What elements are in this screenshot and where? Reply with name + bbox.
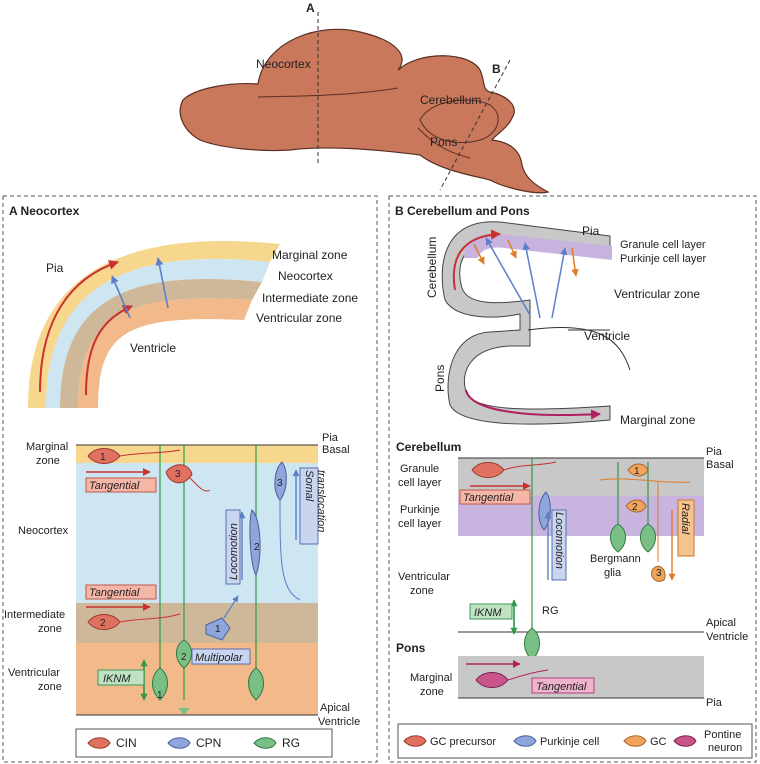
arc-pia-label: Pia: [46, 261, 64, 275]
label-intermediate-a-2: zone: [38, 623, 62, 635]
legend-b-purkinje: Purkinje cell: [540, 736, 599, 748]
arc-zone-neocortex: Neocortex: [278, 269, 333, 283]
rg-number-1: 1: [157, 690, 163, 701]
cpn-number-3: 3: [277, 478, 283, 489]
brain-pons-label: Pons: [430, 135, 457, 149]
panel-a-title: A Neocortex: [9, 204, 80, 218]
cin-number-2: 2: [100, 618, 106, 629]
label-purkinje-b-2: cell layer: [398, 518, 442, 530]
gc-number-3: 3: [656, 568, 662, 579]
legend-a-frame: [75, 728, 333, 758]
tag-somal: Somal: [303, 470, 315, 502]
rg-number-2: 2: [181, 652, 187, 663]
legend-b-frame: [397, 723, 753, 759]
label-basal-a: Basal: [322, 444, 350, 456]
panel-b-title: B Cerebellum and Pons: [395, 204, 530, 218]
gc-number-2: 2: [632, 502, 638, 513]
label-basal-b: Basal: [706, 459, 734, 471]
label-apical-a: Apical: [320, 702, 350, 714]
tag-multipolar: Multipolar: [195, 652, 244, 664]
arc-ventricle-label: Ventricle: [130, 341, 176, 355]
section-b-label: B: [492, 62, 501, 76]
legend-b-gc: GC: [650, 736, 667, 748]
label-marginal-a-2: zone: [36, 455, 60, 467]
legend-b-icons: [403, 735, 697, 747]
arc-zone-ventricular: Ventricular zone: [256, 311, 342, 325]
tag-translocation: translocation: [315, 470, 327, 532]
label-granule-b-1: Granule: [400, 463, 439, 475]
label-neocortex-a: Neocortex: [18, 525, 69, 537]
label-pia-b: Pia: [706, 446, 723, 458]
label-purkinje-b-1: Purkinje: [400, 504, 440, 516]
rg-label-b: RG: [542, 605, 559, 617]
schem-marginal: Marginal zone: [620, 413, 696, 427]
arc-zone-marginal: Marginal zone: [272, 248, 348, 262]
cerebellum-pons-schematic: [441, 221, 631, 425]
legend-b-pontine-1: Pontine: [704, 729, 741, 741]
cin-number-1: 1: [100, 452, 106, 463]
schem-granule: Granule cell layer: [620, 239, 706, 251]
section-a-label: A: [306, 1, 315, 15]
legend-a-icons: [87, 737, 277, 749]
label-ventricular-a-2: zone: [38, 681, 62, 693]
label-pia-pons: Pia: [706, 697, 723, 709]
brain-illustration: [179, 12, 550, 194]
bergmann-label-2: glia: [604, 567, 622, 579]
cpn-number-2: 2: [254, 542, 260, 553]
label-ventricular-b-2: zone: [410, 585, 434, 597]
tag-locomotion-b: Locomotion: [553, 512, 565, 569]
label-ventricle-a: Ventricle: [318, 716, 360, 728]
gc-number-1: 1: [634, 466, 640, 477]
label-intermediate-a-1: Intermediate: [4, 609, 65, 621]
brain-neocortex-label: Neocortex: [256, 57, 311, 71]
schem-cerebellum-side: Cerebellum: [425, 237, 439, 298]
bergmann-label-1: Bergmann: [590, 553, 641, 565]
tag-tangential-b: Tangential: [463, 492, 514, 504]
tag-tangential-top: Tangential: [89, 480, 140, 492]
label-ventricle-b: Ventricle: [706, 631, 748, 643]
panel-a-frame: [2, 195, 378, 763]
label-pia-a: Pia: [322, 432, 339, 444]
label-apical-b: Apical: [706, 617, 736, 629]
tag-tangential-pons: Tangential: [536, 681, 587, 693]
arc-zone-intermediate: Intermediate zone: [262, 291, 358, 305]
brain-cerebellum-label: Cerebellum: [420, 93, 481, 107]
cpn-number-1: 1: [215, 624, 221, 635]
tag-iknm-b: IKNM: [474, 607, 502, 619]
legend-b-gc-precursor: GC precursor: [430, 736, 496, 748]
neocortex-cells: [87, 445, 301, 715]
schem-purkinje: Purkinje cell layer: [620, 253, 707, 265]
schem-pons-side: Pons: [433, 365, 447, 392]
tag-tangential-mid: Tangential: [89, 587, 140, 599]
legend-a-cpn: CPN: [196, 736, 221, 750]
tag-locomotion-a: Locomotion: [228, 523, 240, 580]
neocortex-arc: [28, 240, 280, 408]
tag-radial: Radial: [679, 503, 691, 535]
label-marginal-pons-1: Marginal: [410, 672, 452, 684]
tag-iknm-a: IKNM: [103, 673, 131, 685]
cerebellum-heading: Cerebellum: [396, 440, 461, 454]
legend-a-cin: CIN: [116, 736, 137, 750]
pons-heading: Pons: [396, 641, 426, 655]
legend-a-rg: RG: [282, 736, 300, 750]
schem-pia: Pia: [582, 224, 600, 238]
cerebellum-cells: [471, 458, 691, 661]
pontine-cell: [475, 669, 549, 688]
schem-ventricular: Ventricular zone: [614, 287, 700, 301]
label-marginal-pons-2: zone: [420, 686, 444, 698]
label-ventricular-a-1: Ventricular: [8, 667, 60, 679]
legend-b-pontine-2: neuron: [708, 742, 742, 754]
cin-number-3: 3: [175, 469, 181, 480]
label-marginal-a-1: Marginal: [26, 441, 68, 453]
label-ventricular-b-1: Ventricular: [398, 571, 450, 583]
panel-b-frame: [388, 195, 757, 763]
schem-ventricle: Ventricle: [584, 329, 630, 343]
label-granule-b-2: cell layer: [398, 477, 442, 489]
